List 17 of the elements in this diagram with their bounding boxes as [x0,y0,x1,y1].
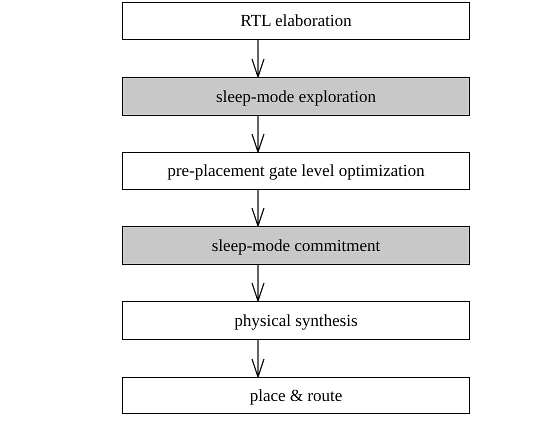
arrow [251,116,265,153]
arrow [251,340,265,378]
step-label: pre-placement gate level optimization [167,161,425,181]
process-box [122,152,470,190]
step-label: sleep-mode commitment [212,236,380,256]
process-box [122,77,470,116]
step-label: sleep-mode exploration [216,86,376,106]
arrow [251,265,265,302]
step-label: place & route [250,386,342,406]
arrow [251,40,265,78]
process-box [122,301,470,340]
step-label: physical synthesis [234,310,358,330]
process-box [122,2,470,40]
process-box [122,377,470,414]
process-box [122,226,470,265]
arrow [251,190,265,227]
step-label: RTL elaboration [240,11,352,31]
